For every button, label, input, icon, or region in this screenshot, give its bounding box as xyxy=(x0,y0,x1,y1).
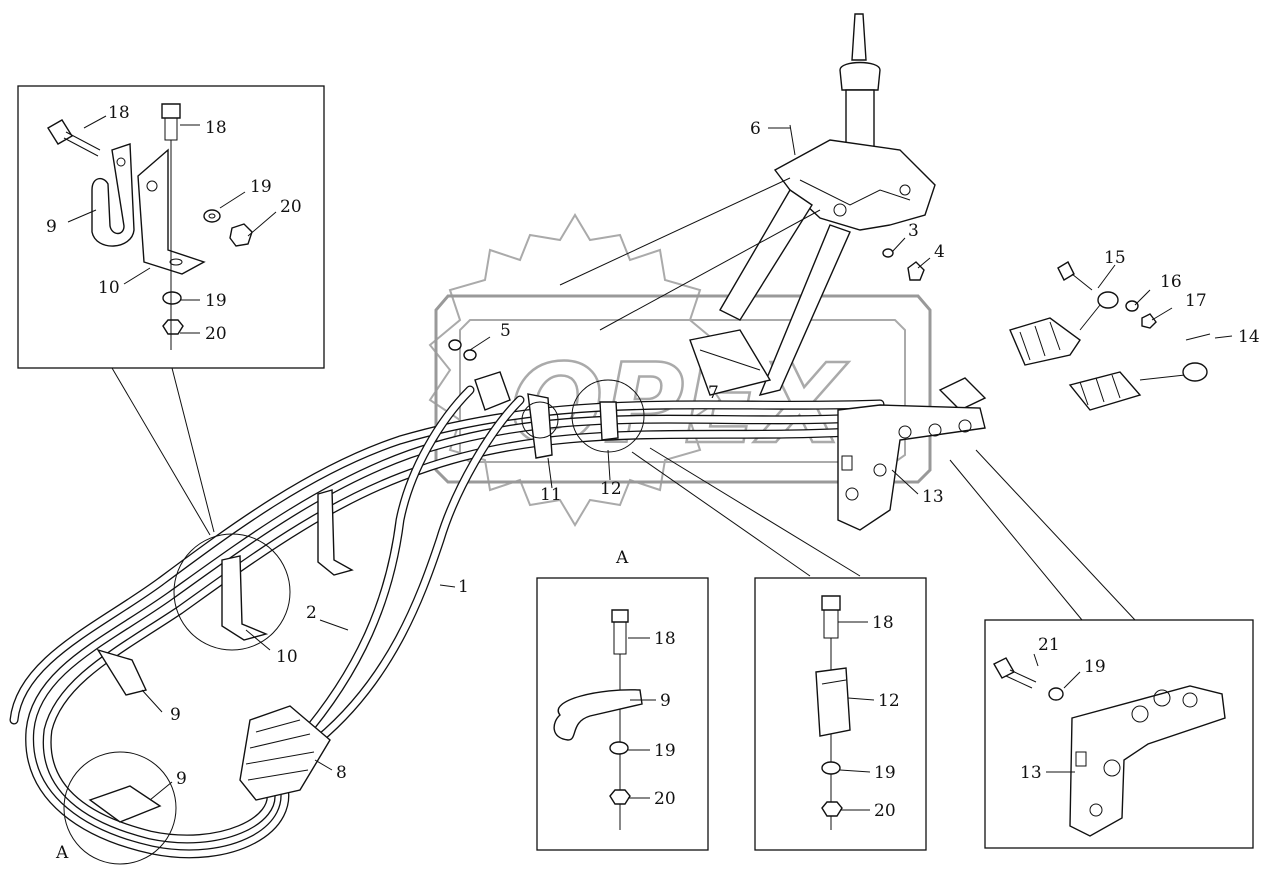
callout-9: 9 xyxy=(660,691,671,711)
callout-6: 6 xyxy=(750,119,761,139)
detail-upper-left-parts xyxy=(47,103,253,350)
detail-box-bracket-13 xyxy=(984,619,1254,849)
callout-20: 20 xyxy=(205,324,227,344)
detail-box-clip-9 xyxy=(536,577,709,851)
callout-18: 18 xyxy=(108,103,130,123)
callout-labels: 18 18 19 20 9 10 19 20 1 2 3 4 5 6 7 8 9… xyxy=(46,103,1260,863)
callout-18: 18 xyxy=(872,613,894,633)
callout-9: 9 xyxy=(170,705,181,725)
callout-20: 20 xyxy=(654,789,676,809)
magnifier-11 xyxy=(521,401,559,439)
callout-16: 16 xyxy=(1160,272,1182,292)
callout-9: 9 xyxy=(46,217,57,237)
callout-18: 18 xyxy=(205,118,227,138)
callout-7: 7 xyxy=(708,383,719,403)
callout-19: 19 xyxy=(205,291,227,311)
detail-clip-9-parts xyxy=(553,609,643,830)
callout-1: 1 xyxy=(458,577,469,597)
callout-20: 20 xyxy=(874,801,896,821)
callout-20: 20 xyxy=(280,197,302,217)
callout-17: 17 xyxy=(1185,291,1207,311)
callout-10: 10 xyxy=(98,278,120,298)
callout-11: 11 xyxy=(540,485,562,505)
view-marker-a: A xyxy=(55,843,69,863)
callout-3: 3 xyxy=(908,221,919,241)
callout-19: 19 xyxy=(1084,657,1106,677)
callout-13: 13 xyxy=(922,487,944,507)
callout-4: 4 xyxy=(934,242,945,262)
callout-18: 18 xyxy=(654,629,676,649)
shift-lever xyxy=(689,13,936,397)
small-hardware-main xyxy=(88,124,925,823)
callout-10: 10 xyxy=(276,647,298,667)
callout-2: 2 xyxy=(306,603,317,623)
detail-bracket-13-parts xyxy=(993,657,1226,837)
callout-12: 12 xyxy=(600,479,622,499)
callout-9: 9 xyxy=(176,769,187,789)
cable-harness xyxy=(9,385,885,859)
callout-19: 19 xyxy=(250,177,272,197)
view-marker-a: A xyxy=(615,548,629,568)
magnifier-a-upper xyxy=(173,533,291,651)
callout-15: 15 xyxy=(1104,248,1126,268)
callout-19: 19 xyxy=(654,741,676,761)
callout-14: 14 xyxy=(1238,327,1260,347)
cable-end-fittings xyxy=(837,261,1211,531)
detail-box-upper-left xyxy=(17,85,325,369)
detail-clip-12-parts xyxy=(815,595,851,830)
detail-box-clip-12 xyxy=(754,577,927,851)
callout-8: 8 xyxy=(336,763,347,783)
callout-13: 13 xyxy=(1020,763,1042,783)
callout-12: 12 xyxy=(878,691,900,711)
callout-21: 21 xyxy=(1038,635,1060,655)
callout-5: 5 xyxy=(500,321,511,341)
callout-19: 19 xyxy=(874,763,896,783)
magnifier-a-lower xyxy=(63,751,177,865)
callout-leaders xyxy=(67,115,1233,811)
